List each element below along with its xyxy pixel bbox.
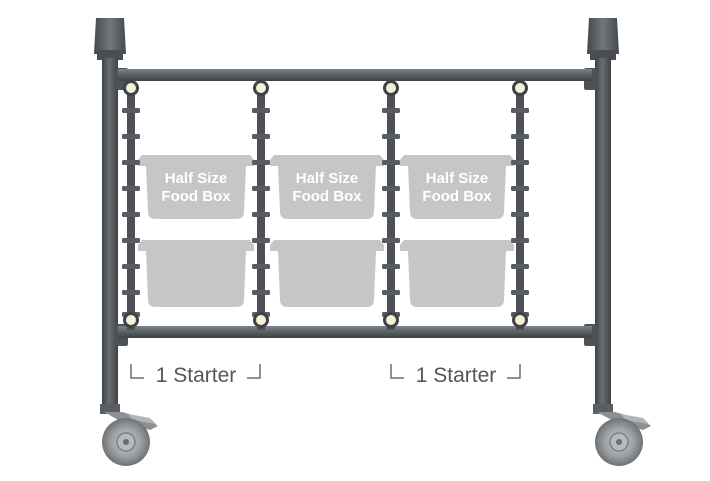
food-box-2-label-line-2: Food Box (292, 188, 362, 205)
food-box-3-label-line-2: Food Box (422, 188, 492, 205)
food-box-1: Half Size Food Box (138, 155, 254, 219)
rail-tab (252, 264, 270, 269)
rail-tab (511, 238, 529, 243)
left-post-collar (97, 50, 123, 60)
food-box-1-label-line-1: Half Size (165, 170, 228, 187)
rail-tab (511, 134, 529, 139)
rail-tab (122, 134, 140, 139)
starter-label-1: 1 Starter (156, 364, 237, 387)
rail-tab (511, 186, 529, 191)
rail-tab (252, 212, 270, 217)
right-caster (593, 404, 651, 466)
rail-tab (252, 238, 270, 243)
rail-tab (511, 212, 529, 217)
food-box-3-label-line-1: Half Size (426, 170, 489, 187)
rail-tab (511, 264, 529, 269)
left-caster (100, 404, 158, 466)
food-box-2: Half Size Food Box (270, 155, 384, 219)
slide-rail-3 (382, 80, 400, 330)
slide-rail-4 (511, 80, 529, 330)
rail-tab (382, 238, 400, 243)
rail-tab (252, 108, 270, 113)
starter-bracket-1: 1 Starter (130, 364, 261, 387)
right-caster-brake-icon (621, 414, 649, 424)
rail-tab (122, 160, 140, 165)
rail-tab (382, 212, 400, 217)
bottom-crossbar (118, 326, 592, 338)
food-box-3: Half Size Food Box (400, 155, 514, 219)
starter-bracket-2: 1 Starter (390, 364, 521, 387)
food-box-1-label-line-2: Food Box (161, 188, 231, 205)
rail-tab (382, 264, 400, 269)
starter-label-2: 1 Starter (416, 364, 497, 387)
rail-tab (122, 238, 140, 243)
slide-rail-1 (122, 80, 140, 330)
top-crossbar (118, 69, 592, 81)
rail-tab (122, 290, 140, 295)
rail-tab (252, 290, 270, 295)
rail-tab (252, 186, 270, 191)
food-box-2-label-line-1: Half Size (296, 170, 359, 187)
food-box-4 (138, 240, 254, 307)
rail-tab (382, 160, 400, 165)
rail-tab (122, 186, 140, 191)
food-box-6 (400, 240, 514, 307)
rail-tab (382, 290, 400, 295)
slide-rails (122, 80, 529, 330)
rail-tab (252, 160, 270, 165)
left-post-shaft (102, 58, 118, 408)
food-box-5 (270, 240, 384, 307)
rail-tab (122, 108, 140, 113)
right-post-collar (590, 50, 616, 60)
left-post-cap (94, 18, 126, 54)
rail-tab (382, 108, 400, 113)
rail-tab (511, 290, 529, 295)
right-post-cap (587, 18, 619, 54)
rail-tab (122, 212, 140, 217)
right-post-shaft (595, 58, 611, 408)
rail-tab (122, 264, 140, 269)
rail-tab (382, 186, 400, 191)
rail-tab (511, 108, 529, 113)
rail-tab (511, 160, 529, 165)
rail-tab (382, 134, 400, 139)
left-caster-brake-icon (128, 414, 156, 424)
rail-tab (252, 134, 270, 139)
slide-rail-2 (252, 80, 270, 330)
